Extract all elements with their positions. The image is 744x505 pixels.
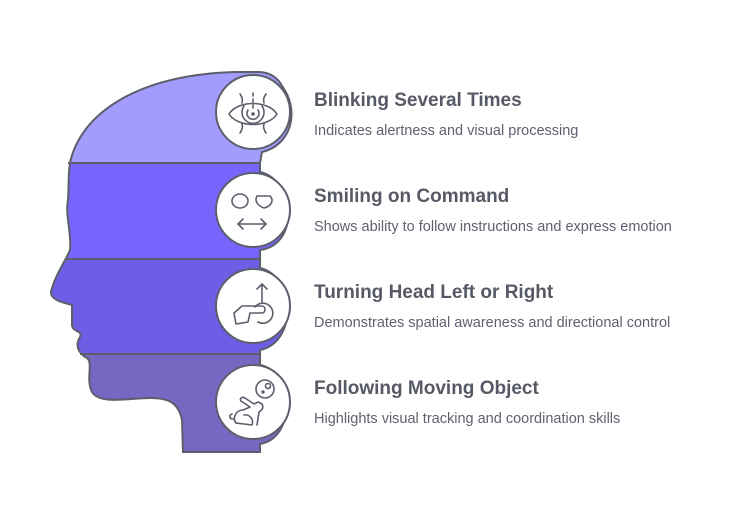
step-item-4: Following Moving Object Highlights visua… — [314, 378, 620, 428]
hand-turn-arrow-icon — [233, 283, 274, 325]
step-item-1: Blinking Several Times Indicates alertne… — [314, 90, 578, 140]
step-description: Highlights visual tracking and coordinat… — [314, 411, 621, 427]
step-description: Shows ability to follow instructions and… — [314, 219, 672, 235]
step-description: Demonstrates spatial awareness and direc… — [314, 315, 671, 331]
step-title: Blinking Several Times — [314, 90, 522, 111]
head-outline — [50, 71, 293, 453]
face-smile-arrows-icon — [231, 193, 273, 230]
eye-blink-icon — [228, 92, 278, 134]
icon-badge-3 — [215, 268, 291, 344]
icon-badge-1 — [215, 74, 291, 150]
step-title: Turning Head Left or Right — [314, 282, 554, 303]
icon-badge-4 — [215, 364, 291, 440]
step-title: Smiling on Command — [314, 186, 510, 207]
step-title: Following Moving Object — [314, 378, 539, 399]
icon-badge-2 — [215, 172, 291, 248]
step-item-2: Smiling on Command Shows ability to foll… — [314, 186, 672, 236]
step-description: Indicates alertness and visual processin… — [314, 123, 579, 139]
rabbit-ball-icon — [229, 379, 275, 426]
step-item-3: Turning Head Left or Right Demonstrates … — [314, 282, 670, 332]
